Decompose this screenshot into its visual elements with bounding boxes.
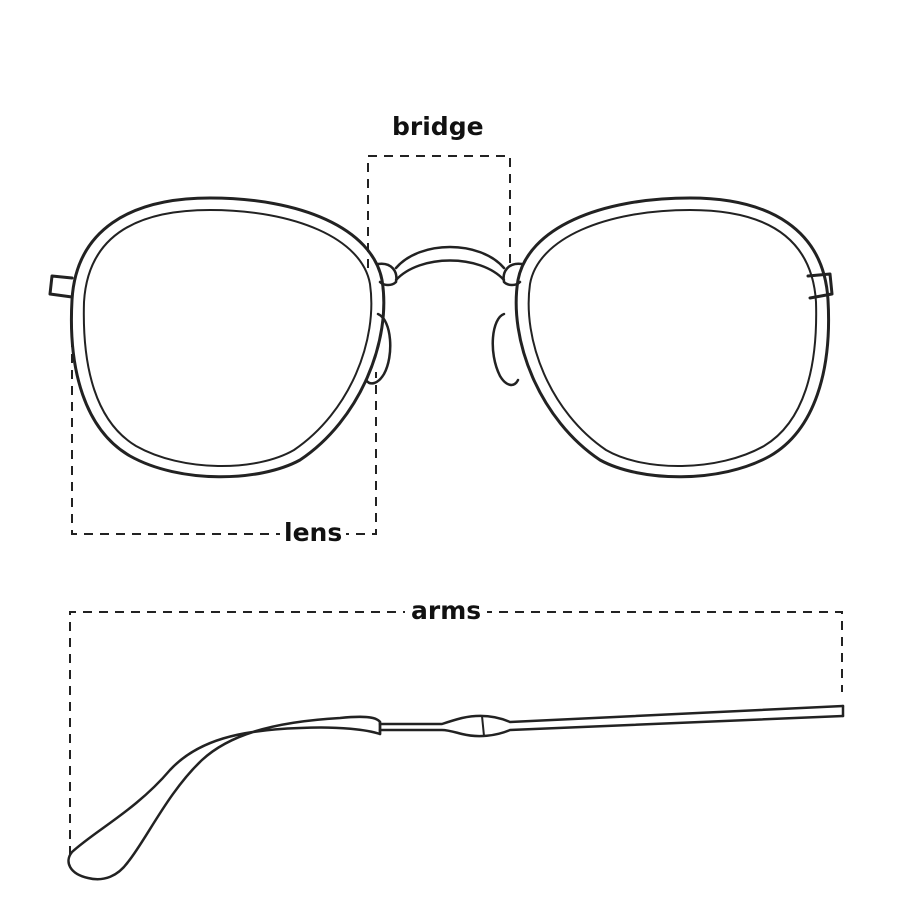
- arm-earpiece: [67, 715, 382, 881]
- bridge-left-joint: [376, 262, 398, 287]
- arm-top-edge: [378, 704, 845, 726]
- bridge-label: bridge: [392, 112, 484, 142]
- bridge-dimension-guide: [367, 155, 511, 268]
- bridge-lower-arc: [394, 259, 506, 282]
- bridge-guide-line: [367, 155, 511, 268]
- arm-joint-mark: [481, 715, 485, 737]
- left-nose-pad: [364, 312, 392, 385]
- right-nose-pad: [491, 312, 520, 387]
- arm-bottom-edge: [378, 714, 845, 738]
- lens-guide-line: [71, 338, 377, 535]
- lens-dimension-guide: [71, 338, 377, 535]
- right-end-piece: [806, 272, 834, 300]
- left-end-piece: [48, 274, 74, 299]
- right-frame-outer: [514, 196, 831, 479]
- glasses-front-view: [48, 196, 834, 479]
- left-frame-outer: [69, 196, 386, 479]
- lens-label: lens: [280, 518, 347, 548]
- bridge-right-joint: [502, 262, 524, 287]
- arms-label: arms: [405, 596, 488, 626]
- right-lens: [527, 209, 818, 467]
- temple-arm-side-view: [67, 704, 845, 881]
- bridge-upper-arc: [394, 245, 506, 270]
- left-lens: [82, 209, 373, 467]
